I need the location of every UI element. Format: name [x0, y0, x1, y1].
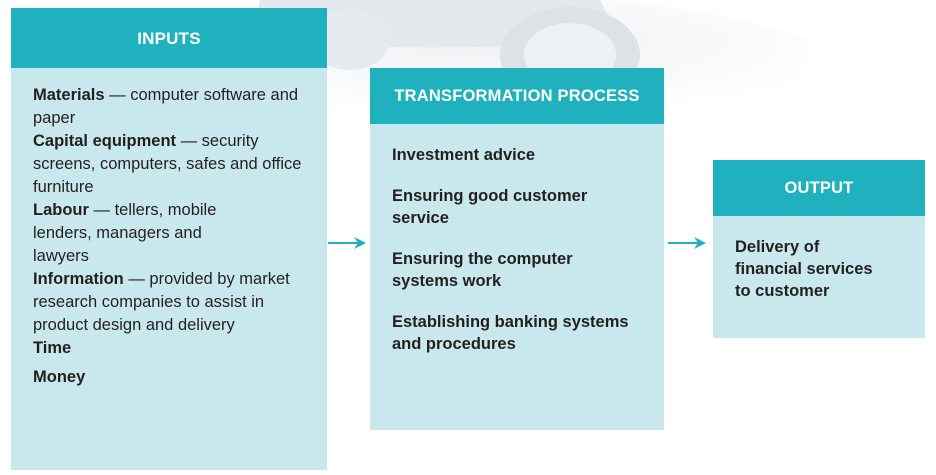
transformation-list: Investment advice Ensuring good customer…: [370, 124, 664, 430]
arrow-right-icon: [328, 237, 366, 249]
input-text: — tellers, mobile lenders, managers and …: [33, 201, 217, 265]
inputs-title: INPUTS: [11, 8, 327, 68]
output-body: Delivery of financial services to custom…: [713, 216, 925, 338]
transformation-item: Ensuring the computer systems work: [392, 250, 573, 290]
input-label: Capital equipment: [33, 132, 177, 150]
arrow-right-icon: [668, 237, 706, 249]
input-capital-equipment: Capital equipment — security screens, co…: [33, 130, 319, 199]
input-money: Money: [33, 366, 327, 389]
input-labour: Labour — tellers, mobile lenders, manage…: [33, 199, 261, 268]
transformation-item: Ensuring good customer service: [392, 187, 588, 227]
input-materials: Materials — computer software and paper: [33, 84, 319, 130]
transformation-title: TRANSFORMATION PROCESS: [370, 68, 664, 124]
input-time: Time: [33, 337, 327, 360]
transformation-item: Establishing banking systems and procedu…: [392, 313, 629, 353]
input-label: Time: [33, 339, 72, 357]
output-box: OUTPUT Delivery of financial services to…: [713, 160, 925, 338]
output-text: Delivery of financial services to custom…: [735, 238, 873, 300]
inputs-list: Materials — computer software and paper …: [11, 68, 327, 470]
input-text: — security screens, computers, safes and…: [33, 132, 302, 196]
input-information: Information — provided by market researc…: [33, 268, 309, 337]
transformation-item: Investment advice: [392, 146, 536, 164]
input-text: — provided by market research companies …: [33, 270, 290, 334]
inputs-box: INPUTS Materials — computer software and…: [11, 8, 327, 470]
input-label: Money: [33, 368, 86, 386]
output-title: OUTPUT: [713, 160, 925, 216]
input-label: Materials: [33, 86, 105, 104]
input-label: Labour: [33, 201, 89, 219]
transformation-box: TRANSFORMATION PROCESS Investment advice…: [370, 68, 664, 430]
input-text: — computer software and paper: [33, 86, 299, 127]
input-label: Information: [33, 270, 124, 288]
